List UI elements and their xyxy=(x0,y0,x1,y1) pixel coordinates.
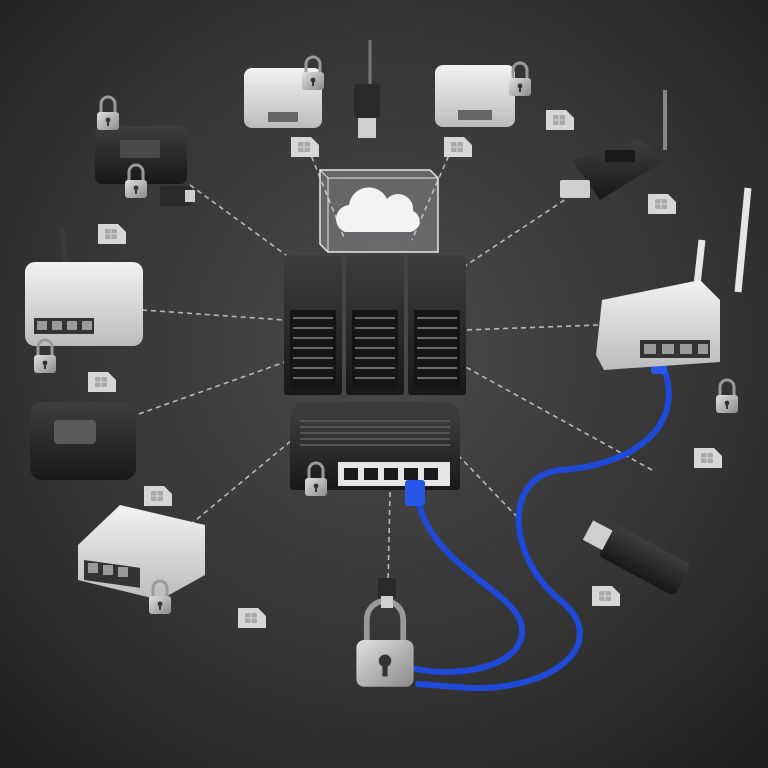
router-icon xyxy=(78,505,205,600)
rj45-plug xyxy=(405,480,425,506)
usb-drive-icon xyxy=(354,40,380,138)
server-icon xyxy=(284,255,342,395)
blue-cable xyxy=(409,357,672,692)
padlock-icon xyxy=(356,598,414,687)
server-icon xyxy=(408,255,466,395)
router-icon xyxy=(435,65,515,127)
switch-icon xyxy=(290,402,460,490)
usb-drive-icon xyxy=(160,186,195,206)
cloud-box xyxy=(319,169,439,253)
router-icon xyxy=(95,126,187,184)
usb-drive-icon xyxy=(582,520,690,595)
usb-connector xyxy=(378,578,396,608)
server-icon xyxy=(346,255,404,395)
cloud-icon xyxy=(336,187,420,232)
router-icon xyxy=(596,187,752,370)
router-icon xyxy=(30,402,136,480)
server-rack xyxy=(284,255,466,395)
router-icon xyxy=(25,227,143,346)
router-icon xyxy=(560,90,667,200)
